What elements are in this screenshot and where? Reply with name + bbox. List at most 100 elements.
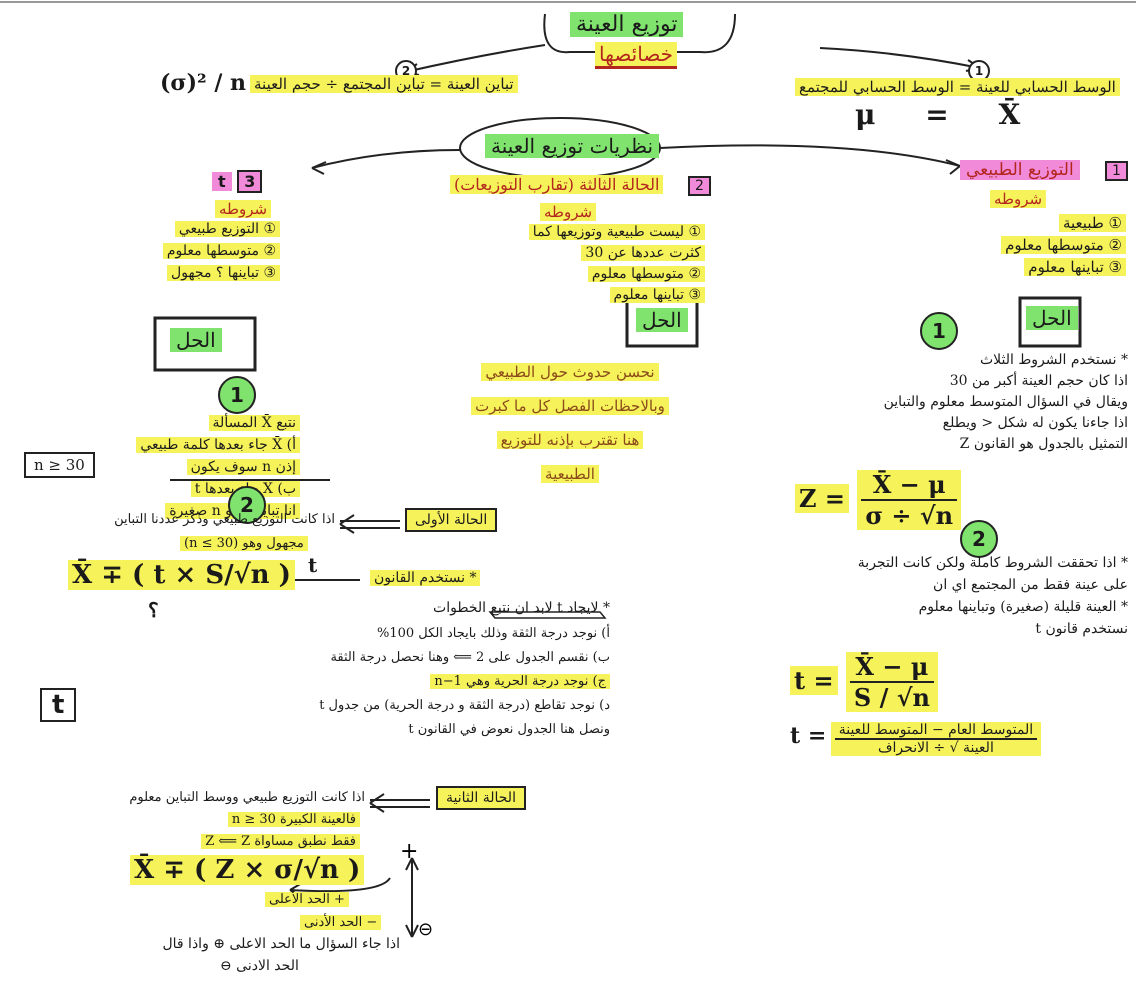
case2-sub: فالعينة الكبيرة n ≥ 30 (120, 812, 360, 827)
col-right-heading-text: التوزيع الطبيعي (960, 160, 1080, 180)
condition-item: كثرت عددها عن 30 (455, 243, 705, 264)
condition-item: ② متوسطها معلوم (455, 264, 705, 285)
col-right-step2: 2 (960, 520, 998, 558)
text-line: نتبع X̄ المسألة (40, 412, 300, 434)
t-formula: t = X̄ − μ S / √n (790, 652, 938, 712)
step-line-text: ج) نوجد درجة الحرية وهي n−1 (430, 674, 610, 689)
property-1-text: الوسط الحسابي للعينة = الوسط الحسابي للم… (795, 78, 1120, 96)
case2-sub-text: فالعينة الكبيرة n ≥ 30 (227, 812, 360, 827)
col-mid-conds: ① ليست طبيعية وتوزيعها كما كثرت عددها عن… (455, 222, 705, 306)
col-mid-num: 2 (688, 175, 711, 196)
t-words-lhs: t = (790, 723, 827, 749)
condition-item: ② متوسطها معلوم (1001, 234, 1126, 256)
text-line: التمثيل بالجدول هو القانون Z (959, 436, 1128, 452)
condition-text: ③ تباينها ؟ مجهول (167, 265, 280, 281)
t-formula-fraction: X̄ − μ S / √n (845, 652, 938, 712)
col-left-step2: 2 (228, 486, 266, 524)
case2-text: اذا كانت التوزيع طبيعي ووسط التباين معلو… (129, 790, 365, 805)
text-line: اذا جاءنا يكون له شكل < ويطلع (942, 415, 1128, 431)
condition-text: ① ليست طبيعية وتوزيعها كما (528, 224, 705, 240)
text-line: أ) X̄ جاء بعدها كلمة طبيعي (40, 434, 300, 456)
case2-label: الحالة الثانية (436, 786, 526, 810)
upper-bound-text: + الحد الأعلى (265, 892, 349, 907)
text-line: ويقال في السؤال المتوسط معلوم والتباين (883, 394, 1128, 410)
case1-label-text: الحالة الأولى (405, 508, 498, 532)
text-line: إذن n سوف يكون (40, 456, 300, 478)
condition-item: ① ليست طبيعية وتوزيعها كما (455, 222, 705, 243)
property-2-formula: (σ)² / n (160, 70, 247, 96)
col-mid-cond-label-text: شروطه (540, 203, 597, 221)
ci-z-formula-text: X̄ ∓ ( Z × σ/√n ) (130, 855, 365, 885)
condition-item: ① طبيعية (1001, 212, 1126, 234)
bottom-note-1: اذا جاء السؤال ما الحد الاعلى ⊕ واذا قال (162, 936, 400, 952)
t-words-num: المتوسط العام − المتوسط للعينة (834, 722, 1038, 740)
t-words-fraction: المتوسط العام − المتوسط للعينة العينة √ … (830, 722, 1042, 756)
step-badge: 1 (920, 312, 958, 350)
property-1-formula: μ = X̄ (855, 98, 1041, 131)
step-badge: 1 (218, 376, 256, 414)
z-formula-fraction: X̄ − μ σ ÷ √n (857, 470, 962, 530)
condition-item: ① التوزيع طبيعي (70, 218, 280, 240)
col-left-sol-label: الحل (170, 328, 222, 352)
text-line: اذا كان حجم العينة أكبر من 30 (949, 373, 1128, 389)
col-left-cond-label-text: شروطه (215, 200, 272, 218)
text-line: * اذا تحققت الشروط كاملة ولكن كانت التجر… (857, 555, 1128, 571)
col-mid-sol-label: الحل (636, 308, 688, 332)
text-line-content: نحسن حدوث حول الطبيعي (481, 363, 659, 381)
t-words-den: العينة √ ÷ الانحراف (878, 740, 994, 756)
t-box: t (40, 688, 77, 722)
title-line1: توزيع العينة (570, 12, 684, 37)
text-line-content: وبالاحظات الفصل كل ما كبرت (471, 397, 669, 415)
svg-text:+: + (400, 839, 418, 864)
text-line-content: إذن n سوف يكون (186, 459, 300, 475)
col-right-sol-text: الحل (1026, 306, 1078, 330)
find-t-steps: أ) نوجد درجة الثقة وذلك بايجاد الكل 100%… (100, 622, 610, 742)
condition-text: ① التوزيع طبيعي (174, 221, 280, 237)
case2-line3-text: فقط نطبق مساواة Z ⟸ Z (201, 834, 360, 849)
col-right-num: 1 (1105, 160, 1128, 181)
condition-item: ③ تباينها ؟ مجهول (70, 262, 280, 284)
case2-label-text: الحالة الثانية (436, 786, 526, 810)
case1-sub: مجهول وهو (n ≤ 30) (180, 536, 308, 551)
text-line: وبالاحظات الفصل كل ما كبرت (440, 389, 700, 423)
n-box-30: n ≥ 30 (24, 452, 95, 478)
condition-text: ③ تباينها معلوم (1024, 258, 1126, 276)
step-line: أ) نوجد درجة الثقة وذلك بايجاد الكل 100% (376, 626, 610, 641)
lower-bound-text: − الحد الأدنى (300, 915, 382, 930)
bottom-note-2: الحد الادنى ⊖ (220, 958, 299, 974)
map-title: توزيع العينة (570, 12, 684, 37)
step-badge: 2 (960, 520, 998, 558)
col-right-conds: ① طبيعية ② متوسطها معلوم ③ تباينها معلوم (1001, 212, 1126, 278)
step-line: ج) نوجد درجة الحرية وهي n−1 (100, 670, 610, 694)
text-line: نحسن حدوث حول الطبيعي (440, 355, 700, 389)
col-left-conds: ① التوزيع طبيعي ② متوسطها معلوم ③ تباينه… (70, 218, 280, 284)
z-formula-den: σ ÷ √n (865, 501, 954, 530)
condition-item: ② متوسطها معلوم (70, 240, 280, 262)
col-right-step1: 1 (920, 312, 958, 350)
condition-item: ③ تباينها معلوم (1001, 256, 1126, 278)
ci-t-formula: X̄ ∓ ( t × S/√n ) (68, 560, 295, 590)
z-formula-lhs: Z = (795, 483, 849, 513)
col-left-header: t 3 (212, 170, 263, 193)
theorems-heading-text: نظريات توزيع العينة (485, 134, 660, 158)
condition-text: ② متوسطها معلوم (1001, 236, 1126, 254)
condition-item: ③ تباينها معلوم (455, 285, 705, 306)
theorems-heading: نظريات توزيع العينة (485, 134, 660, 158)
t-formula-num: X̄ − μ (849, 652, 934, 683)
text-line-content: هنا تقترب بإذنه للتوزيع (496, 431, 644, 449)
col-mid-text: نحسن حدوث حول الطبيعي وبالاحظات الفصل كل… (440, 355, 700, 491)
col-right-cond-label-text: شروطه (990, 190, 1047, 208)
col-left-num-box: 3 (237, 170, 263, 193)
find-t-heading: * لايجاد t لابد ان نتبع الخطوات (433, 600, 610, 616)
text-line-content: الطبيعية (541, 465, 599, 483)
step-line: ب) نقسم الجدول على 2 ⟸ وهنا نحصل درجة ال… (330, 650, 610, 665)
title-line2: خصائصها (595, 42, 678, 66)
ci-t-note-text: * نستخدم القانون (370, 570, 481, 586)
col-right-step2-text: * اذا تحققت الشروط كاملة ولكن كانت التجر… (858, 552, 1128, 640)
case2-line3: فقط نطبق مساواة Z ⟸ Z (60, 834, 360, 849)
property-1-text-label: الوسط الحسابي للعينة = الوسط الحسابي للم… (795, 78, 1120, 96)
col-mid-num-box: 2 (688, 176, 711, 196)
ci-t-note: * نستخدم القانون (370, 570, 481, 586)
col-right-sol-label: الحل (1026, 306, 1078, 330)
col-mid-heading-text: الحالة الثالثة (تقارب التوزيعات) (450, 175, 664, 194)
